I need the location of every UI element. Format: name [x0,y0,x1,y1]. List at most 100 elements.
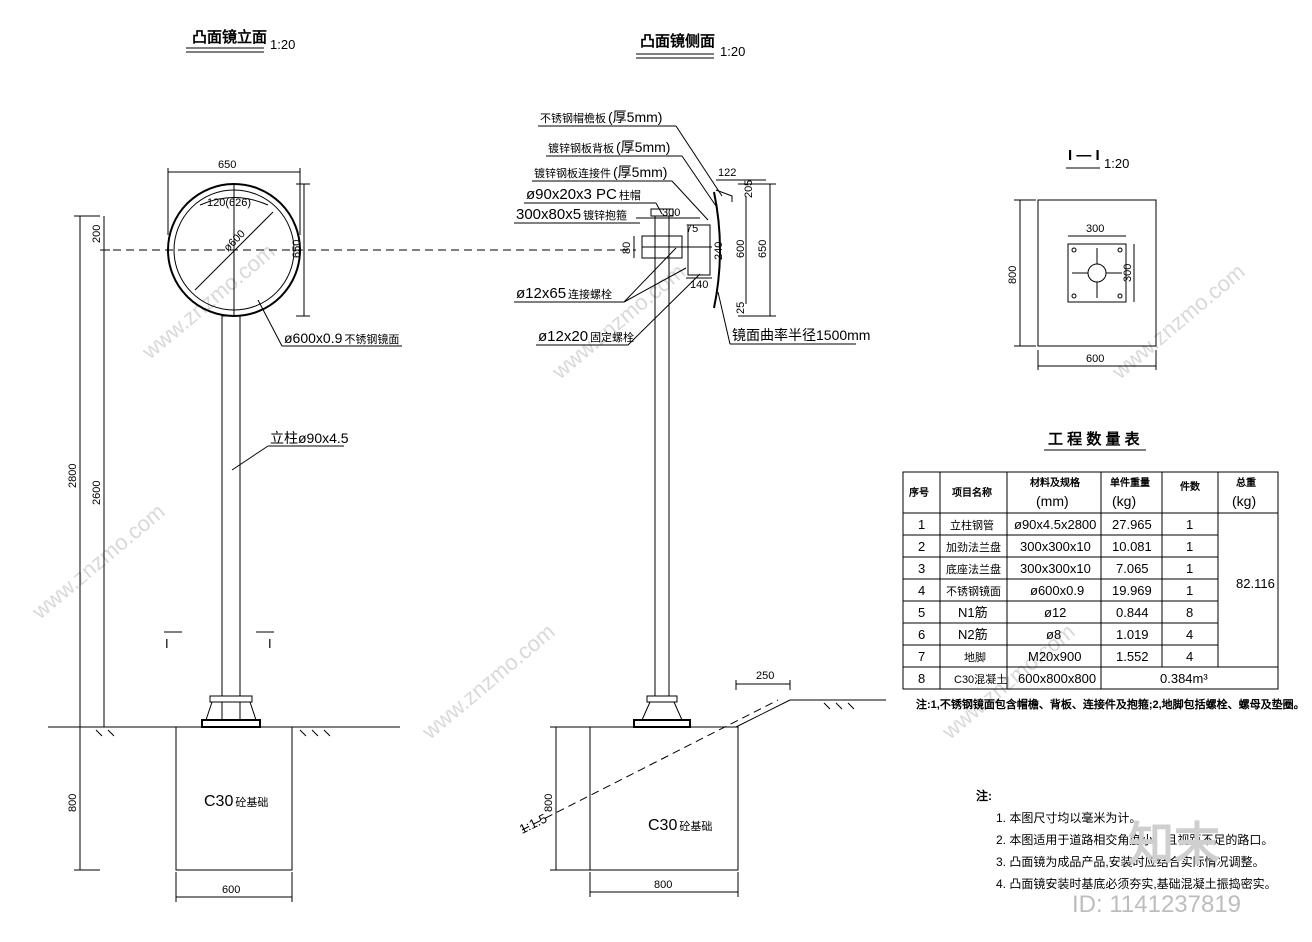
dim-140: 140 [690,279,708,291]
dim-300-v: 300 [1122,264,1134,282]
table-cell: 0.844 [1116,605,1149,620]
table-cell: 1.019 [1116,627,1149,642]
pole-cap [650,208,674,217]
section-pole-circle [1087,263,1107,283]
dim-300-h: 300 [1086,223,1104,235]
th-total-unit: (kg) [1232,493,1256,509]
table-cell: 7.065 [1116,561,1149,576]
table-cell: 1 [1186,517,1193,532]
dim-20: 20 [743,186,755,198]
leader-line [627,273,701,346]
th-weight-unit: (kg) [1112,493,1136,509]
dim-2600: 2600 [91,481,103,505]
excavation-slope-line [521,699,779,831]
table-cell: 19.969 [1112,583,1152,598]
table-note: 注:1,不锈钢镜面包含帽檐、背板、连接件及抱箍;2,地脚包括螺栓、螺母及垫圈。 [916,697,1305,711]
table-title: 工 程 数 量 表 [1048,430,1141,448]
base-plate [201,719,261,728]
section-plate [1067,243,1127,303]
slope-ratio: 1:1.5 [517,811,550,837]
watermark-text: www.znzmo.com [26,499,169,625]
table-cell: ø8 [1046,627,1061,642]
bolt-hole [1071,293,1077,299]
brand-logo-text: 知末 [1128,818,1220,870]
note-item: 3. 凸面镜为成品产品,安装时应结合实际情况调整。 [996,854,1265,869]
section-mark-left: I [165,636,169,651]
side-view: 凸面镜侧面 1:20 不锈钢帽檐板(厚5mm) 镀锌钢板背板(厚5mm) 镀锌钢… [514,32,886,897]
side-base-plate [633,719,691,728]
notes: 注: 1. 本图尺寸均以毫米为计。 2. 本图适用于道路相交角度小、且视距不足的… [976,788,1277,891]
table-cell: C30混凝土 [954,672,1007,686]
leader-line [671,180,709,221]
side-foundation-block [589,726,739,871]
th-no: 序号 [909,486,929,499]
table-cell: N2筋 [958,627,988,642]
table-cell: 0.384m³ [1160,671,1208,686]
dim-800-side-v: 800 [543,794,555,812]
table-cell: 27.965 [1112,517,1152,532]
dim-800-v: 800 [67,794,79,812]
table-cell: 1.552 [1116,649,1149,664]
th-weight: 单件重量 [1110,476,1150,489]
th-total: 总重 [1236,476,1256,489]
dim-5: 5 [743,180,755,186]
dim-800-side: 800 [654,879,672,891]
dim-80: 80 [621,242,633,254]
connector-plate [687,224,711,276]
front-view: 凸面镜立面 1:20 650 120(626) ø600 650 ø600x0.… [48,28,636,902]
watermark-text: www.znzmo.com [136,239,279,365]
side-slope [735,699,791,728]
table-cell: 1 [918,517,925,532]
dim-200: 200 [91,225,103,243]
table-cell: 1 [1186,561,1193,576]
bolt-hole [1117,293,1123,299]
leader-line [675,125,723,197]
dim-240: 240 [713,242,725,260]
table-cell: 4 [1186,649,1193,664]
dim-75: 75 [686,223,698,235]
table-cell: 10.081 [1112,539,1152,554]
ground-hatch [95,729,331,737]
table-cell: 8 [1186,605,1193,620]
dim-600-sec: 600 [1086,353,1104,365]
table-cell: 300x300x10 [1020,561,1091,576]
table-cell: M20x900 [1028,649,1081,664]
table-cell: 4 [1186,627,1193,642]
table-cell: ø90x4.5x2800 [1014,517,1096,532]
quantity-table: 工 程 数 量 表 序号 项目名称 材料及规格 (mm) 单件重量 (kg) 件… [902,430,1305,711]
dim-inner: 120(626) [207,197,251,209]
eave-plate [715,189,733,202]
section-title: I — I [1068,147,1100,164]
dim-250: 250 [756,670,774,682]
side-view-title: 凸面镜侧面 [640,32,715,50]
leader-line [623,247,677,303]
front-view-scale: 1:20 [270,37,295,52]
mirror-profile [713,191,721,309]
label-connector: 镀锌钢板连接件(厚5mm) [534,164,667,180]
stiffener [205,701,257,721]
watermark-layer: www.znzmo.com www.znzmo.com www.znzmo.co… [26,239,1249,745]
table-cell: 600x800x800 [1018,671,1096,686]
table-border [902,471,1279,690]
dim-25: 25 [735,302,747,314]
dim-122: 122 [718,167,736,179]
table-cell: 1 [1186,539,1193,554]
table-cell: 6 [918,627,925,642]
bolt-hole [1071,247,1077,253]
table-cell: 5 [918,605,925,620]
dim-800-sec: 800 [1007,266,1019,284]
note-item: 1. 本图尺寸均以毫米为计。 [996,810,1141,825]
section-mark-right: I [268,636,272,651]
leader-line [231,445,269,471]
th-spec: 材料及规格 [1030,476,1081,489]
table-cell: 地脚 [964,650,986,664]
table-cell: 1 [1186,583,1193,598]
watermark-text: www.znzmo.com [416,619,559,745]
label-radius: 镜面曲率半径1500mm [732,327,870,343]
th-count: 件数 [1180,480,1201,493]
side-view-scale: 1:20 [720,44,745,59]
